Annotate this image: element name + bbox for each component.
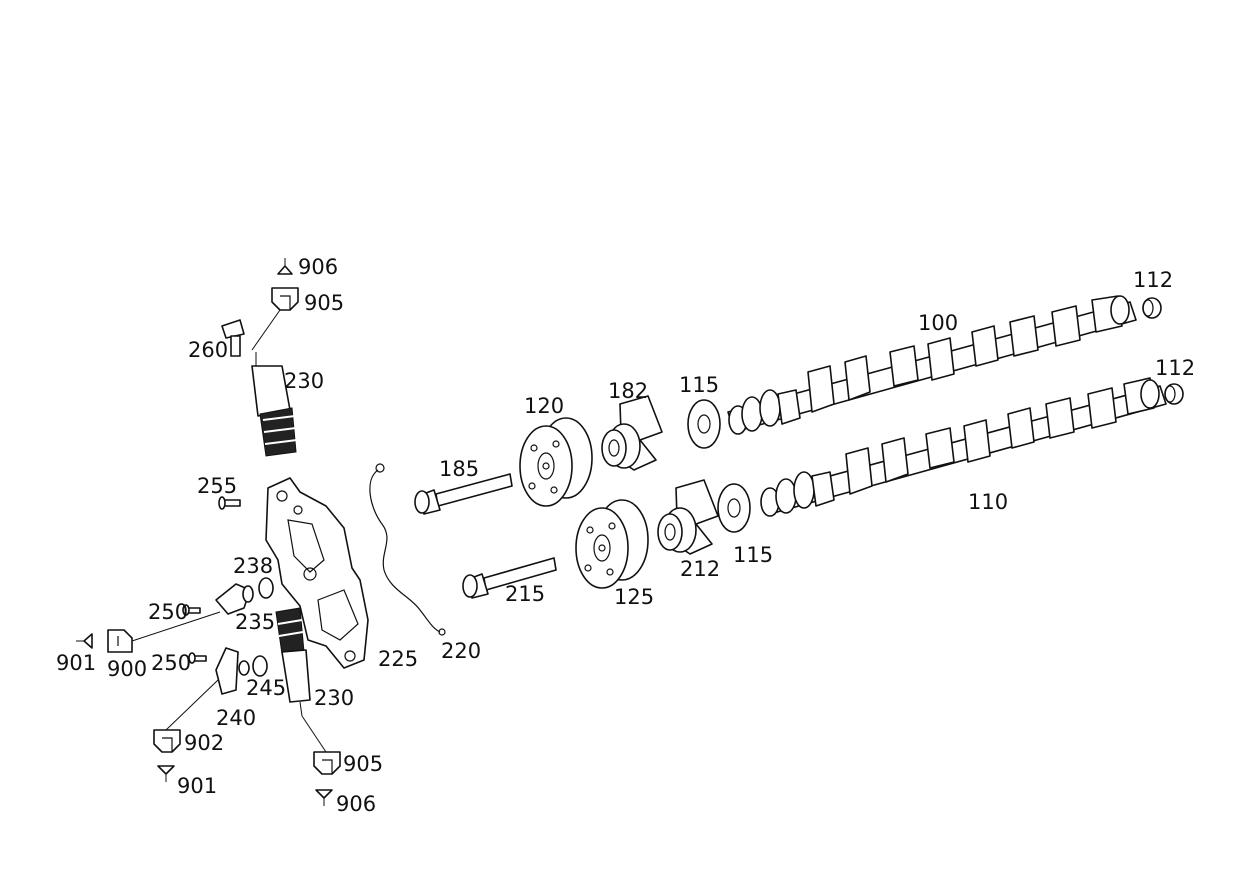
connector-symbol-906-lower bbox=[315, 789, 333, 806]
label-906-upper: 906 bbox=[298, 255, 338, 279]
label-235: 235 bbox=[235, 610, 275, 634]
o-ring-245 bbox=[252, 655, 268, 677]
label-115-upper: 115 bbox=[679, 373, 719, 397]
o-ring-238 bbox=[258, 577, 274, 599]
label-230-upper: 230 bbox=[284, 369, 324, 393]
label-900: 900 bbox=[107, 657, 147, 681]
solenoid-230-upper bbox=[251, 352, 298, 457]
label-112-lower: 112 bbox=[1155, 356, 1195, 380]
part-labels: 100 110 112 112 115 115 120 125 182 185 … bbox=[56, 255, 1195, 816]
label-100: 100 bbox=[918, 311, 958, 335]
label-905-upper: 905 bbox=[304, 291, 344, 315]
label-902: 902 bbox=[184, 731, 224, 755]
label-125: 125 bbox=[614, 585, 654, 609]
camshaft-adjuster-120 bbox=[519, 417, 593, 507]
label-230-lower: 230 bbox=[314, 686, 354, 710]
label-110: 110 bbox=[968, 490, 1008, 514]
label-255: 255 bbox=[197, 474, 237, 498]
label-260: 260 bbox=[188, 338, 228, 362]
screw-250-lower bbox=[188, 652, 207, 664]
label-115-lower: 115 bbox=[733, 543, 773, 567]
label-212: 212 bbox=[680, 557, 720, 581]
washer-115-upper bbox=[687, 399, 721, 449]
sensor-240 bbox=[215, 647, 250, 695]
seal-220 bbox=[369, 469, 441, 633]
label-225: 225 bbox=[378, 647, 418, 671]
plug-112-lower bbox=[1164, 383, 1184, 405]
bolt-215 bbox=[462, 557, 557, 599]
sensor-wheel-212 bbox=[657, 479, 719, 555]
connector-symbol-905-lower bbox=[313, 751, 341, 775]
label-215: 215 bbox=[505, 582, 545, 606]
label-240: 240 bbox=[216, 706, 256, 730]
label-901-left: 901 bbox=[56, 651, 96, 675]
washer-115-lower bbox=[717, 483, 751, 533]
connector-symbol-901-bottom bbox=[157, 765, 175, 782]
screw-250-upper bbox=[182, 604, 201, 616]
label-250-lower: 250 bbox=[151, 651, 191, 675]
camshaft-adjuster-125 bbox=[575, 499, 649, 589]
label-906-lower: 906 bbox=[336, 792, 376, 816]
label-220: 220 bbox=[441, 639, 481, 663]
connector-symbol-906-upper bbox=[277, 258, 293, 275]
label-250-upper: 250 bbox=[148, 600, 188, 624]
label-238: 238 bbox=[233, 554, 273, 578]
label-245: 245 bbox=[246, 676, 286, 700]
label-112-upper: 112 bbox=[1133, 268, 1173, 292]
camshaft-100 bbox=[727, 295, 1137, 435]
label-120: 120 bbox=[524, 394, 564, 418]
connector-symbol-900 bbox=[107, 629, 133, 653]
screw-260 bbox=[221, 319, 245, 357]
plug-112-upper bbox=[1142, 297, 1162, 319]
solenoid-230-lower bbox=[275, 607, 311, 717]
label-901-bottom: 901 bbox=[177, 774, 217, 798]
connector-symbol-901-left bbox=[76, 633, 93, 649]
label-185: 185 bbox=[439, 457, 479, 481]
housing-225 bbox=[265, 477, 369, 669]
screw-255 bbox=[218, 496, 241, 510]
sensor-wheel-182 bbox=[601, 395, 663, 471]
camshaft-110 bbox=[760, 377, 1167, 517]
sensor-235 bbox=[215, 583, 254, 615]
connector-symbol-905-upper bbox=[271, 287, 299, 311]
connector-symbol-902 bbox=[153, 729, 181, 753]
bolt-185 bbox=[414, 473, 513, 515]
label-182: 182 bbox=[608, 379, 648, 403]
label-905-lower: 905 bbox=[343, 752, 383, 776]
